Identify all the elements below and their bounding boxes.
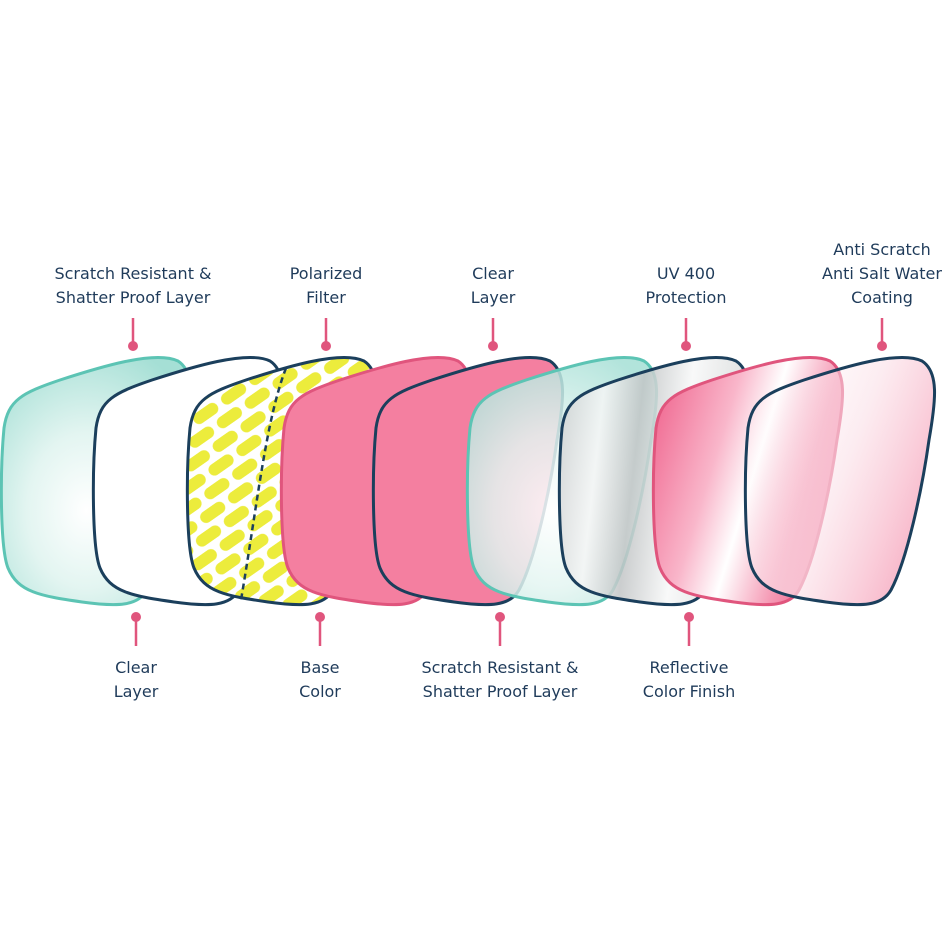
top-label-1-line-1: Scratch Resistant & — [54, 264, 212, 283]
top-label-4-line-1: UV 400 — [656, 264, 716, 283]
lens-anti-scratch-coating — [743, 355, 937, 607]
top-label-3-line-2: Layer — [470, 288, 516, 307]
polarized-seam-line — [239, 367, 288, 601]
top-label-2-line-2: Filter — [306, 288, 346, 307]
top-label-1-line-2: Shatter Proof Layer — [55, 288, 211, 307]
top-label-2-line-1: Polarized — [289, 264, 363, 283]
bottom-label-1-line-1: Clear — [115, 658, 157, 677]
top-label-1: Scratch Resistant & Shatter Proof Layer — [54, 262, 211, 310]
top-marker-dot-2 — [321, 341, 331, 351]
top-marker-dot-1 — [128, 341, 138, 351]
bottom-label-4-line-1: Reflective — [649, 658, 729, 677]
bottom-label-2-line-2: Color — [299, 682, 341, 701]
bottom-label-3: Scratch Resistant & Shatter Proof Layer — [421, 656, 578, 704]
top-label-5-line-2: Anti Salt Water — [822, 264, 942, 283]
top-label-3-line-1: Clear — [472, 264, 514, 283]
bottom-label-4-line-2: Color Finish — [642, 682, 736, 701]
bottom-marker-dot-4 — [684, 612, 694, 622]
top-marker-dot-4 — [681, 341, 691, 351]
top-marker-dot-5 — [877, 341, 887, 351]
top-label-5-line-3: Coating — [851, 288, 913, 307]
lens-polarized-filter — [185, 355, 379, 607]
bottom-marker-dot-1 — [131, 612, 141, 622]
bottom-marker-dot-2 — [315, 612, 325, 622]
bottom-label-1-line-2: Layer — [113, 682, 159, 701]
bottom-label-2-line-1: Base — [300, 658, 340, 677]
top-label-5-line-1: Anti Scratch — [833, 240, 931, 259]
top-label-4-line-2: Protection — [645, 288, 727, 307]
bottom-label-3-line-2: Shatter Proof Layer — [422, 682, 578, 701]
bottom-label-3-line-1: Scratch Resistant & — [421, 658, 579, 677]
bottom-marker-dot-3 — [495, 612, 505, 622]
top-marker-dot-3 — [488, 341, 498, 351]
